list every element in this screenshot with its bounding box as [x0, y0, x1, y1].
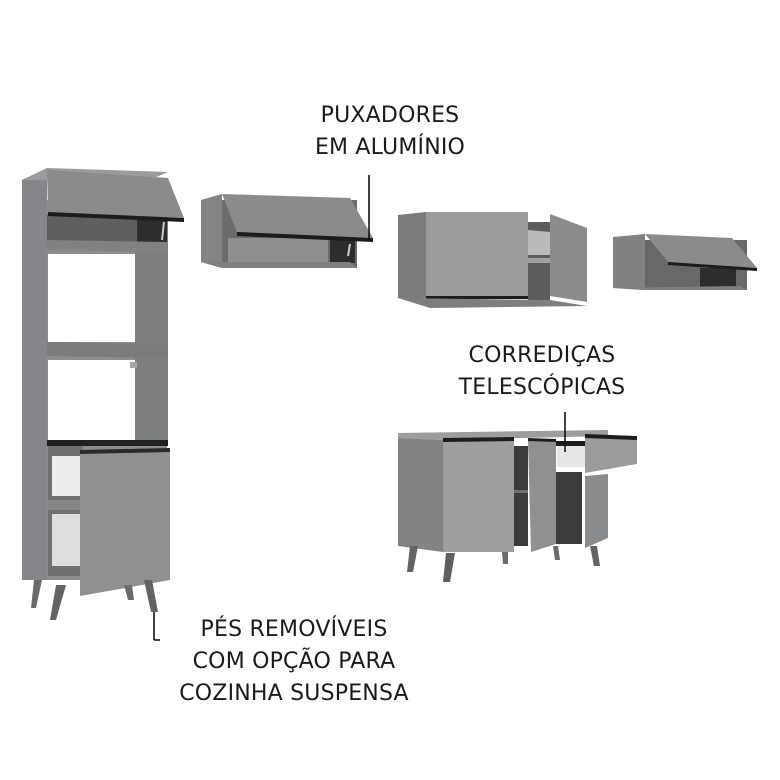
callout-telescopic-slides: CORREDIÇAS TELESCÓPICAS: [447, 340, 637, 404]
wall-cabinet-2-door: [398, 212, 587, 308]
wall-cabinet-flap-1: [201, 194, 373, 268]
base-cabinet-drawer: [398, 430, 637, 582]
callout-line: TELESCÓPICAS: [458, 375, 626, 400]
callout-aluminum-handles: PUXADORES EM ALUMÍNIO: [300, 100, 480, 164]
callout-line: CORREDIÇAS: [468, 343, 616, 368]
callout-line: PUXADORES: [320, 103, 460, 128]
wall-cabinet-flap-2: [613, 234, 757, 290]
callout-line: COM OPÇÃO PARA: [192, 649, 396, 674]
callout-line: EM ALUMÍNIO: [314, 135, 466, 160]
tall-oven-tower: [22, 168, 184, 620]
callout-line: COZINHA SUSPENSA: [179, 681, 409, 706]
callout-removable-feet: PÉS REMOVÍVEIS COM OPÇÃO PARA COZINHA SU…: [168, 614, 420, 710]
callout-line: PÉS REMOVÍVEIS: [200, 617, 388, 642]
